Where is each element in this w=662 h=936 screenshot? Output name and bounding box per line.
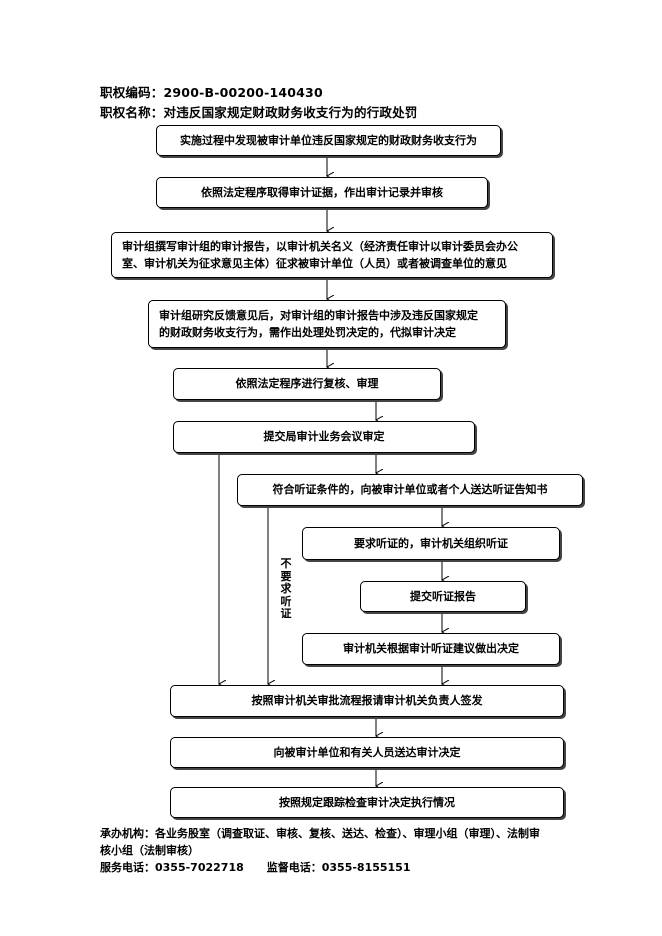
- step-draft-audit-report-line1: 审计组撰写审计组的审计报告，以审计机关名义（经济责任审计以审计委员会办公: [122, 239, 518, 253]
- step-track-execution-text: 按照规定跟踪检查审计决定执行情况: [279, 795, 455, 809]
- authority-code: 职权编码：2900-B-00200-140430: [100, 85, 323, 100]
- step-deliver-decision: 向被审计单位和有关人员送达审计决定: [170, 737, 564, 768]
- step-submit-meeting-text: 提交局审计业务会议审定: [263, 430, 385, 444]
- handling-org-line1: 承办机构：各业务股室（调查取证、审核、复核、送达、检查）、审理小组（审理）、法制…: [100, 827, 540, 840]
- step-approval-sign: 按照审计机关审批流程报请审计机关负责人签发: [170, 685, 564, 717]
- authority-name: 职权名称：对违反国家规定财政财务收支行为的行政处罚: [100, 105, 418, 120]
- step-organize-hearing: 要求听证的，审计机关组织听证: [302, 527, 560, 560]
- step-obtain-evidence-text: 依照法定程序取得审计证据，作出审计记录并审核: [201, 185, 443, 199]
- step-hearing-decision: 审计机关根据审计听证建议做出决定: [302, 633, 560, 665]
- step-draft-audit-report: 审计组撰写审计组的审计报告，以审计机关名义（经济责任审计以审计委员会办公 室、审…: [111, 232, 553, 278]
- step-review: 依照法定程序进行复核、审理: [173, 368, 441, 400]
- step-hearing-decision-text: 审计机关根据审计听证建议做出决定: [343, 642, 519, 656]
- step-approval-sign-text: 按照审计机关审批流程报请审计机关负责人签发: [251, 694, 483, 708]
- step-hearing-report: 提交听证报告: [360, 581, 526, 612]
- step-organize-hearing-text: 要求听证的，审计机关组织听证: [354, 536, 508, 550]
- step-study-feedback-line2: 的财政财务收支行为，需作出处理处罚决定的，代拟审计决定: [159, 326, 456, 339]
- step-study-feedback: 审计组研究反馈意见后，对审计组的审计报告中涉及违反国家规定 的财政财务收支行为，…: [148, 300, 506, 348]
- step-deliver-decision-text: 向被审计单位和有关人员送达审计决定: [273, 745, 461, 759]
- step-hearing-notice-text: 符合听证条件的，向被审计单位或者个人送达听证告知书: [272, 483, 548, 497]
- step-review-text: 依照法定程序进行复核、审理: [235, 377, 379, 391]
- handling-org-line2: 核小组（法制审核）: [100, 844, 199, 857]
- step-discover-violation: 实施过程中发现被审计单位违反国家规定的财政财务收支行为: [156, 125, 501, 156]
- step-hearing-report-text: 提交听证报告: [410, 589, 476, 603]
- step-track-execution: 按照规定跟踪检查审计决定执行情况: [170, 787, 564, 818]
- step-draft-audit-report-line2: 室、审计机关为征求意见主体）征求被审计单位（人员）或者被调查单位的意见: [122, 257, 507, 270]
- no-hearing-label: 不要求听证: [280, 557, 292, 620]
- step-submit-meeting: 提交局审计业务会议审定: [173, 421, 475, 453]
- contact-phones: 服务电话：0355-7022718 监督电话：0355-8155151: [100, 861, 411, 874]
- step-obtain-evidence: 依照法定程序取得审计证据，作出审计记录并审核: [156, 177, 488, 208]
- step-discover-violation-text: 实施过程中发现被审计单位违反国家规定的财政财务收支行为: [180, 133, 477, 147]
- step-study-feedback-line1: 审计组研究反馈意见后，对审计组的审计报告中涉及违反国家规定: [159, 308, 478, 322]
- step-hearing-notice: 符合听证条件的，向被审计单位或者个人送达听证告知书: [237, 474, 583, 506]
